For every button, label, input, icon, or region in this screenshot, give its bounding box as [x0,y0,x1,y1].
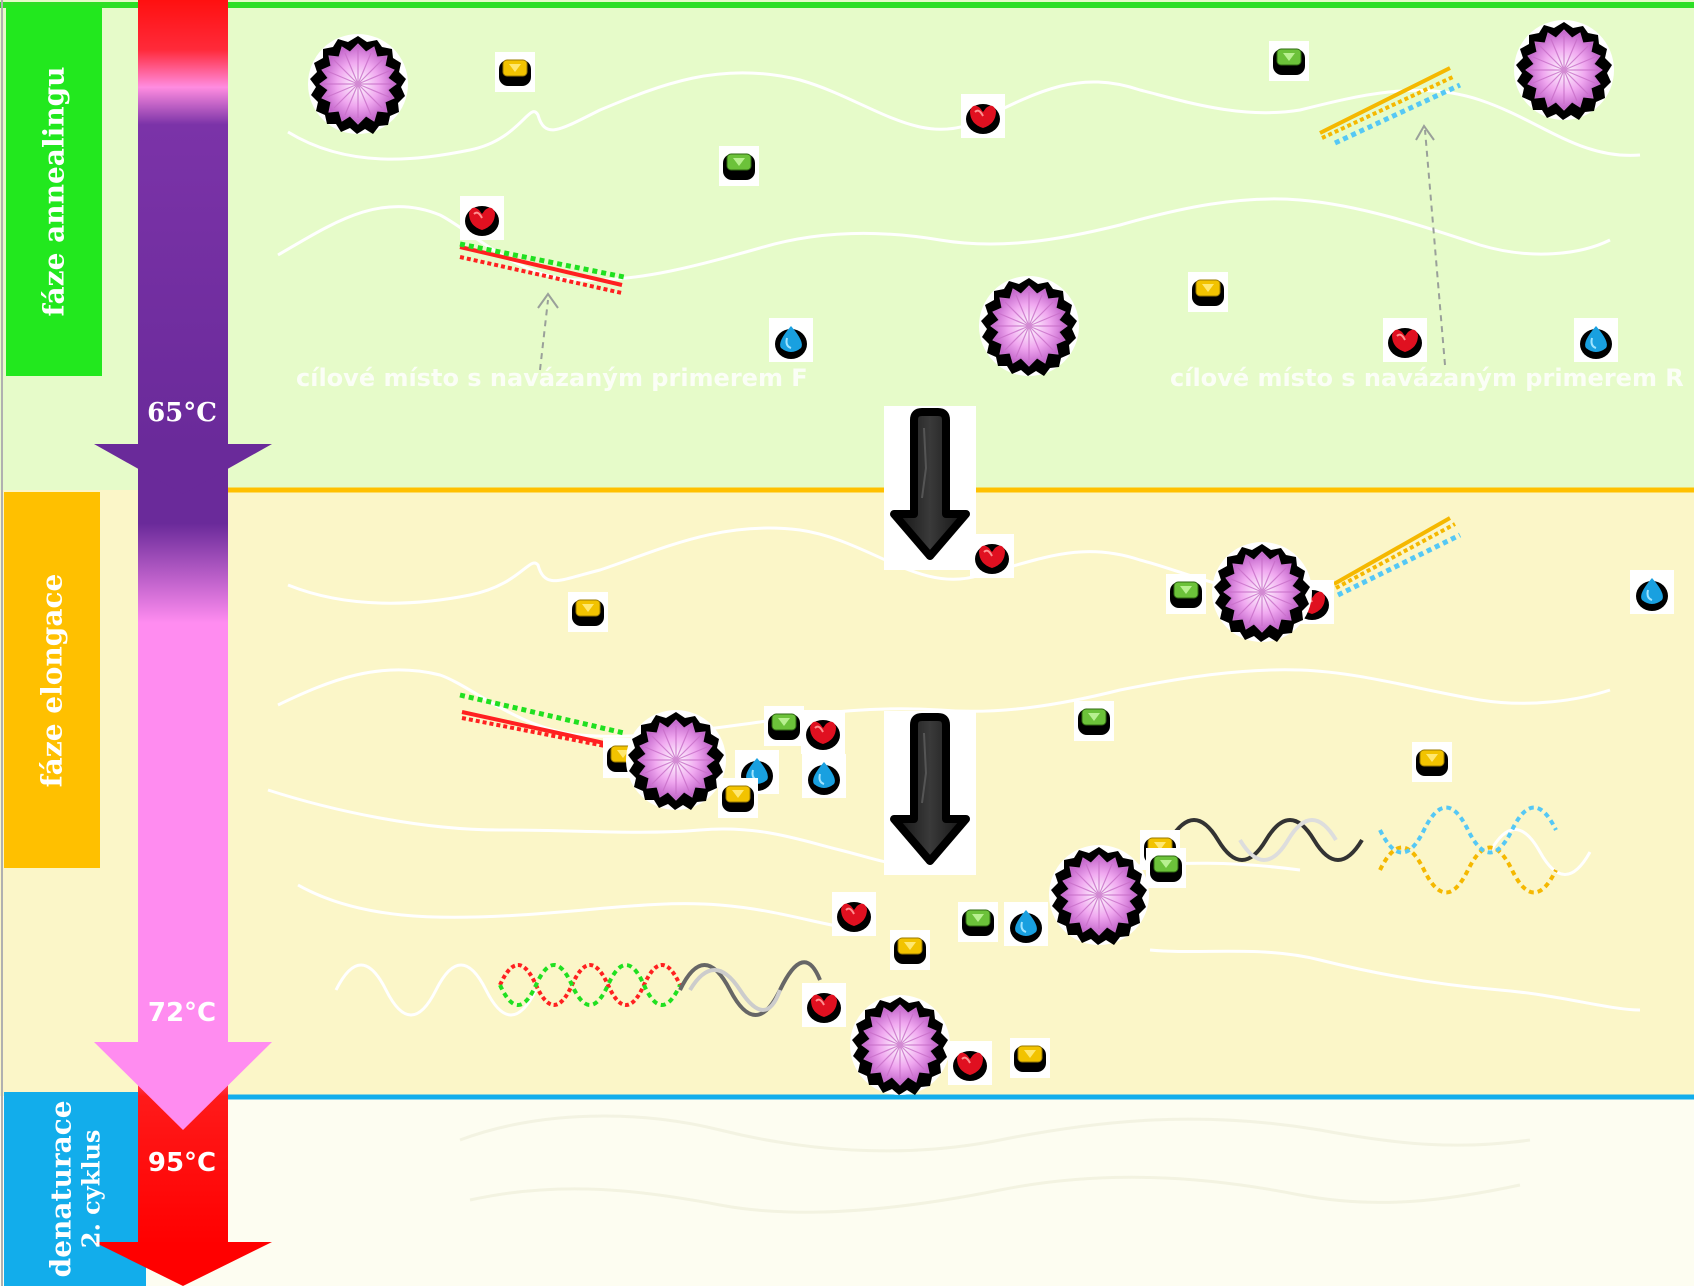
polymerase-icon [308,34,408,134]
nucleotide-icon [1004,902,1048,946]
nucleotide-icon [1630,570,1674,614]
nucleotide-icon [890,930,930,970]
nucleotide-icon [958,902,998,942]
denaturation-phase-label: denaturace 2. cyklus [4,1092,146,1286]
temperature-annealing: 65°C [122,398,242,428]
down-arrow-icon [884,406,976,570]
nucleotide-icon [832,892,876,936]
temperature-denaturation: 95°C [122,1148,242,1178]
polymerase-icon [1514,20,1614,120]
denaturation-label-line2: 2. cyklus [77,1130,105,1249]
nucleotide-icon [1074,701,1114,741]
nucleotide-icon [802,754,846,798]
nucleotide-icon [495,52,535,92]
nucleotide-icon [1383,318,1427,362]
nucleotide-icon [801,710,845,754]
polymerase-icon [1049,845,1149,945]
nucleotide-icon [1146,848,1186,888]
denaturation-label-line1: denaturace [45,1101,77,1278]
nucleotide-icon [1574,318,1618,362]
nucleotide-icon [769,318,813,362]
polymerase-icon [850,995,950,1095]
nucleotide-icon [568,592,608,632]
polymerase-icon [979,276,1079,376]
nucleotide-icon [802,983,846,1027]
nucleotide-icon [1412,742,1452,782]
elongation-background [0,490,1694,1096]
nucleotide-icon [970,534,1014,578]
elongation-phase-label: fáze elongace [4,492,100,868]
polymerase-icon [626,710,726,810]
primer-r-caption: cílové místo s navázaným primerem R [1170,364,1684,392]
temperature-elongation: 72°C [122,998,242,1028]
nucleotide-icon [719,146,759,186]
nucleotide-icon [1269,41,1309,81]
denaturation-background [0,1096,1694,1286]
nucleotide-icon [1188,272,1228,312]
down-arrow-icon [884,711,976,875]
nucleotide-icon [1166,574,1206,614]
nucleotide-icon [1010,1038,1050,1078]
nucleotide-icon [948,1041,992,1085]
nucleotide-icon [460,196,504,240]
nucleotide-icon [718,778,758,818]
polymerase-icon [1212,542,1312,642]
nucleotide-icon [764,706,804,746]
nucleotide-icon [961,94,1005,138]
annealing-phase-label: fáze annealingu [6,6,102,376]
primer-f-caption: cílové místo s navázaným primerem F [296,364,808,392]
